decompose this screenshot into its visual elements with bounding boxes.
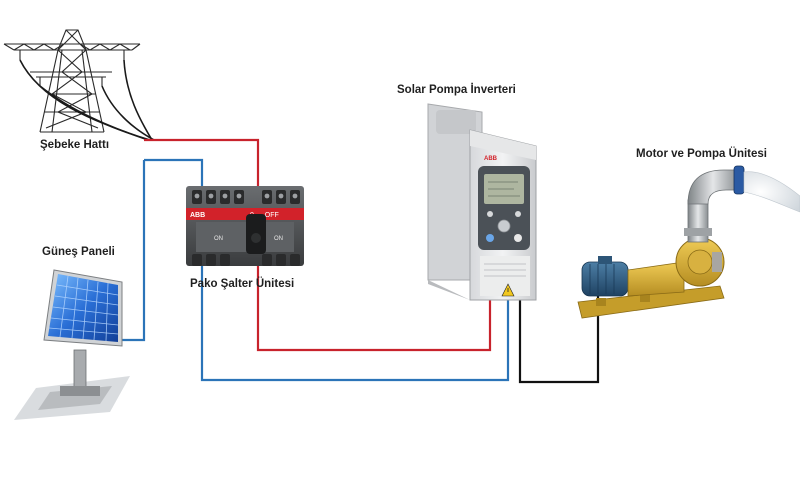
inverter-device: ABB (427, 103, 537, 301)
label-changeover-switch: Pako Şalter Ünitesi (190, 278, 295, 290)
transmission-tower-icon (3, 29, 141, 133)
wire-motor-black (518, 294, 600, 384)
switch-on-left: ON (214, 236, 223, 242)
water-jet (743, 171, 800, 213)
wire-switch-blue (200, 262, 510, 382)
switch-brand: ABB (190, 212, 205, 219)
wire-panel-blue (122, 160, 146, 342)
solar-panel-icon (14, 269, 130, 420)
switch-on-right: ON (274, 236, 283, 242)
label-motor-pump: Motor ve Pompa Ünitesi (636, 148, 767, 160)
power-cables (19, 59, 155, 141)
label-solar-panel: Güneş Paneli (42, 246, 115, 258)
inverter-brand: ABB (484, 156, 498, 162)
motor-pump-device (577, 165, 800, 319)
changeover-switch-device: ABB 0 → OFF ON ON (186, 186, 304, 266)
wire-grid-red (144, 138, 260, 188)
wire-switch-red (256, 262, 492, 352)
wiring (122, 138, 600, 384)
wire-grid-blue (144, 158, 204, 188)
label-inverter: Solar Pompa İnverteri (397, 84, 516, 96)
label-grid-line: Şebeke Hattı (40, 139, 110, 151)
